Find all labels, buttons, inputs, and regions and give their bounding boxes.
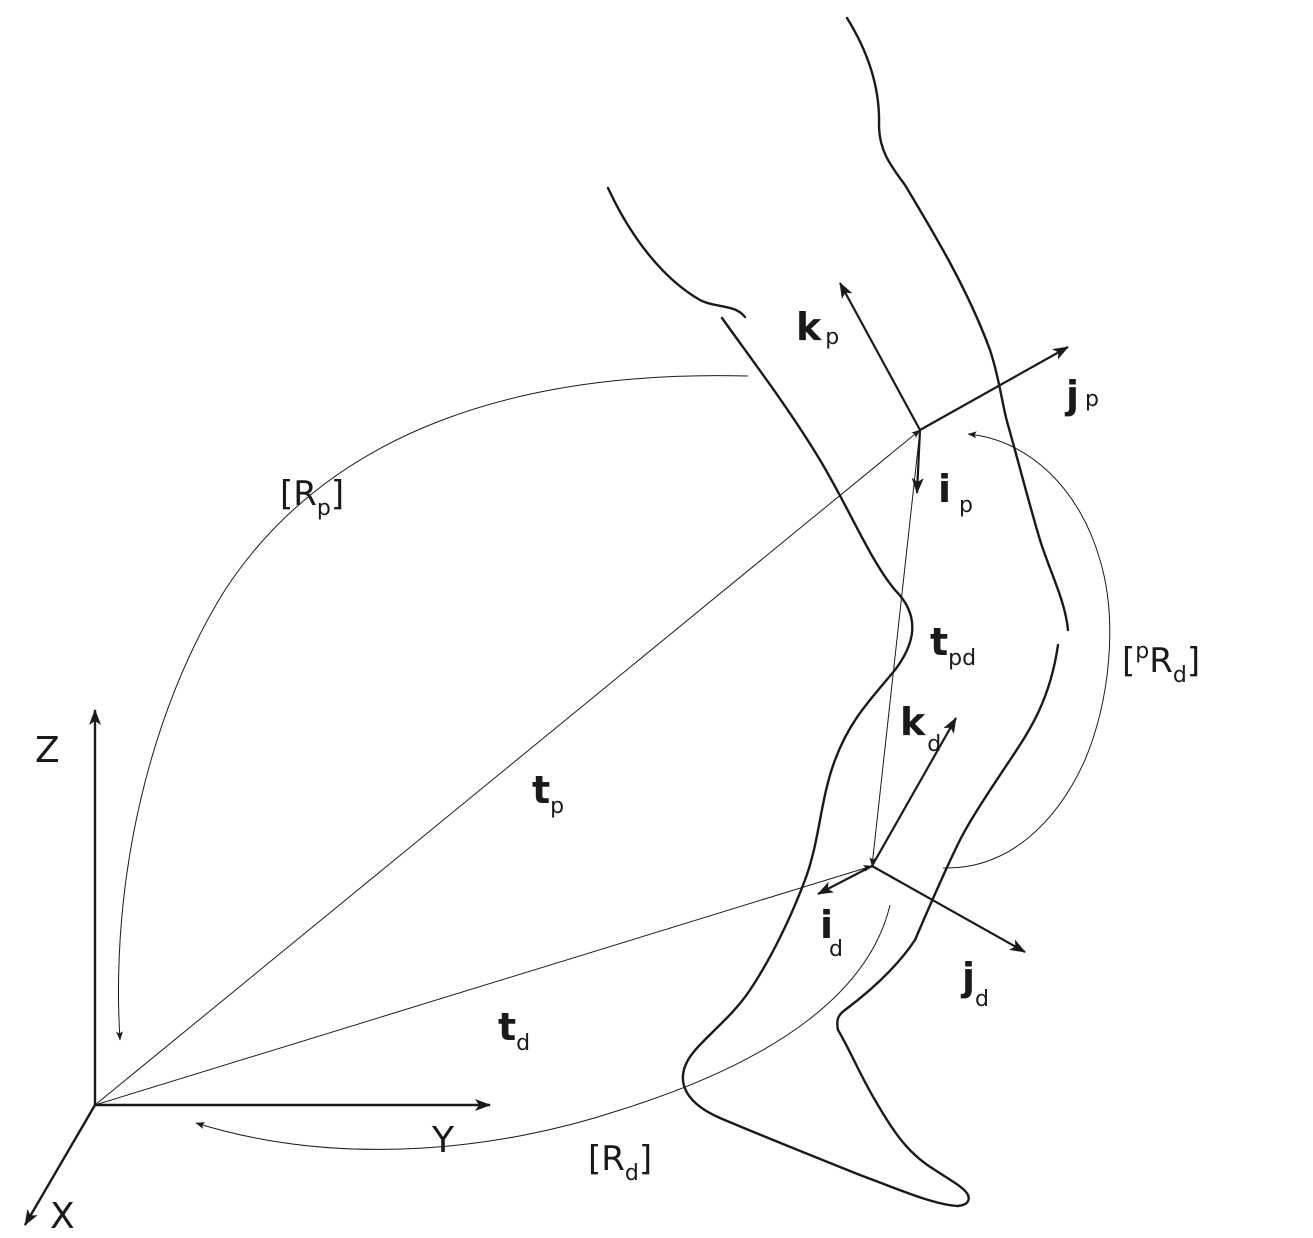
label-k-d: kd [900,700,941,757]
foot-sole-outline [836,1028,970,1197]
leg-outline [606,16,1070,1208]
x-axis [23,1104,97,1226]
distal-k-axis [871,717,957,867]
arc-r-p [115,375,749,1041]
global-axes: Z Y X [23,709,491,1237]
label-t-pd: tpd [930,620,976,671]
vector-labels: tp td tpd [498,620,976,1056]
thigh-back-outline [845,16,1070,632]
label-j-d: jd [960,955,989,1012]
label-t-p: tp [532,768,564,819]
z-axis-label: Z [35,730,60,771]
rotation-labels: [Rp] [Rd] [pRd] [280,474,1200,1186]
proximal-i-axis [911,429,924,494]
label-r-d: [Rd] [588,1139,652,1186]
label-r-p: [Rp] [280,474,344,521]
thigh-front-outline [606,186,747,319]
vector-t-p [94,429,921,1106]
label-p-r-d: [pRd] [1122,639,1200,688]
vector-t-pd [869,429,921,867]
arc-r-d [195,904,891,1150]
distal-j-axis [871,865,1026,953]
x-axis-label: X [50,1196,75,1237]
knee-front-outline [681,316,970,1208]
distal-frame [817,717,1026,953]
label-t-d: td [498,1005,530,1056]
proximal-frame [839,282,1069,494]
arc-p-r-d [942,431,1111,869]
vector-t-d [94,865,873,1106]
distal-i-axis [817,865,873,895]
position-vectors [94,429,921,1106]
y-axis-label: Y [431,1120,455,1161]
proximal-j-axis [919,346,1069,431]
proximal-k-axis [839,282,921,431]
rotation-arcs [115,375,1111,1150]
calf-back-outline [836,643,1060,1032]
